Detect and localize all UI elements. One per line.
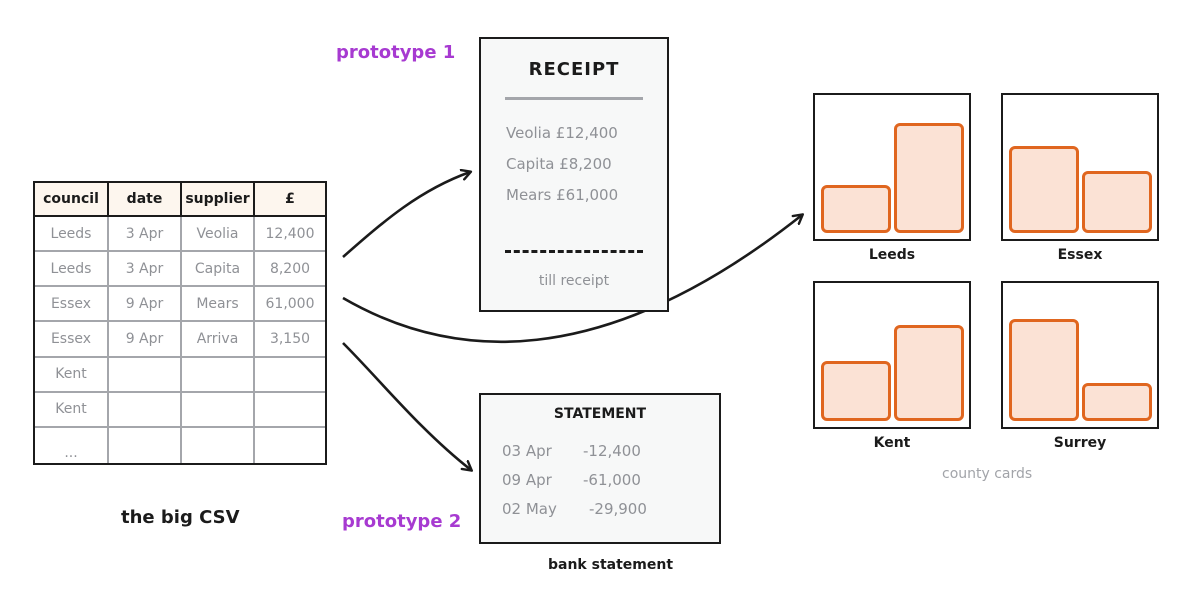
csv-cell: [109, 427, 182, 463]
csv-cell: [182, 427, 255, 463]
statement-title: STATEMENT: [553, 406, 647, 422]
statement-prototype: STATEMENT 03 Apr -12,400 09 Apr -61,000 …: [479, 393, 721, 544]
county-bar: [1082, 383, 1152, 421]
csv-cell: [182, 392, 255, 428]
csv-cell: [255, 358, 325, 393]
csv-cell: Capita: [182, 252, 255, 288]
csv-cell: 3,150: [255, 322, 325, 358]
receipt-dashed-divider: [505, 250, 643, 253]
county-bar: [821, 185, 891, 233]
csv-cell: [255, 393, 325, 428]
county-bar: [894, 123, 964, 233]
csv-cell: [109, 357, 182, 393]
csv-cell: 3 Apr: [109, 252, 182, 288]
county-card-label: Essex: [1057, 247, 1103, 263]
statement-date: 02 May: [502, 500, 557, 518]
statement-amount: -61,000: [583, 471, 641, 489]
csv-header-cell: £: [255, 183, 325, 217]
arrow-to-county-cards: [342, 215, 802, 344]
receipt-prototype: RECEIPT Veolia £12,400 Capita £8,200 Mea…: [479, 37, 669, 312]
csv-caption: the big CSV: [121, 507, 240, 528]
receipt-line: Veolia £12,400: [506, 124, 618, 142]
arrow-to-statement: [342, 342, 471, 470]
county-card-label: Leeds: [868, 247, 916, 263]
prototype-1-label: prototype 1: [336, 42, 456, 63]
county-bar: [821, 361, 891, 421]
county-card: [1001, 281, 1159, 429]
receipt-line: Capita £8,200: [506, 155, 612, 173]
receipt-rule: [505, 97, 643, 100]
csv-cell: 12,400: [255, 217, 325, 253]
csv-header-cell: supplier: [182, 183, 255, 217]
csv-cell: Leeds: [35, 217, 109, 253]
csv-cell: ...: [35, 427, 109, 463]
csv-cell: [255, 428, 325, 463]
csv-cell: Mears: [182, 287, 255, 323]
csv-cell: 9 Apr: [109, 322, 182, 358]
csv-cell: Essex: [35, 287, 109, 323]
csv-cell: 9 Apr: [109, 287, 182, 323]
csv-cell: 61,000: [255, 287, 325, 323]
csv-cell: 3 Apr: [109, 217, 182, 253]
csv-cell: Essex: [35, 322, 109, 358]
receipt-title: RECEIPT: [528, 59, 620, 80]
receipt-footer: till receipt: [538, 273, 610, 289]
csv-cell: 8,200: [255, 252, 325, 288]
county-bar: [1009, 319, 1079, 421]
csv-cell: Kent: [35, 357, 109, 393]
county-bar: [1009, 146, 1079, 233]
county-card: [1001, 93, 1159, 241]
csv-cell: Leeds: [35, 252, 109, 288]
statement-date: 03 Apr: [502, 442, 552, 460]
county-bar: [1082, 171, 1152, 233]
statement-date: 09 Apr: [502, 471, 552, 489]
county-bar: [894, 325, 964, 421]
csv-cell: Arriva: [182, 322, 255, 358]
csv-cell: Kent: [35, 392, 109, 428]
county-card-label: Kent: [873, 435, 911, 451]
csv-header-cell: council: [35, 183, 109, 217]
statement-amount: -12,400: [583, 442, 641, 460]
county-card-label: Surrey: [1053, 435, 1107, 451]
arrow-to-receipt: [342, 172, 470, 258]
csv-cell: [109, 392, 182, 428]
county-card: [813, 93, 971, 241]
csv-header-cell: date: [109, 183, 182, 217]
receipt-line: Mears £61,000: [506, 186, 619, 204]
county-card: [813, 281, 971, 429]
csv-cell: [182, 357, 255, 393]
statement-caption: bank statement: [548, 557, 674, 573]
county-cards-caption: county cards: [942, 466, 1033, 482]
prototype-2-label: prototype 2: [342, 511, 462, 532]
statement-amount: -29,900: [589, 500, 647, 518]
csv-cell: Veolia: [182, 217, 255, 253]
